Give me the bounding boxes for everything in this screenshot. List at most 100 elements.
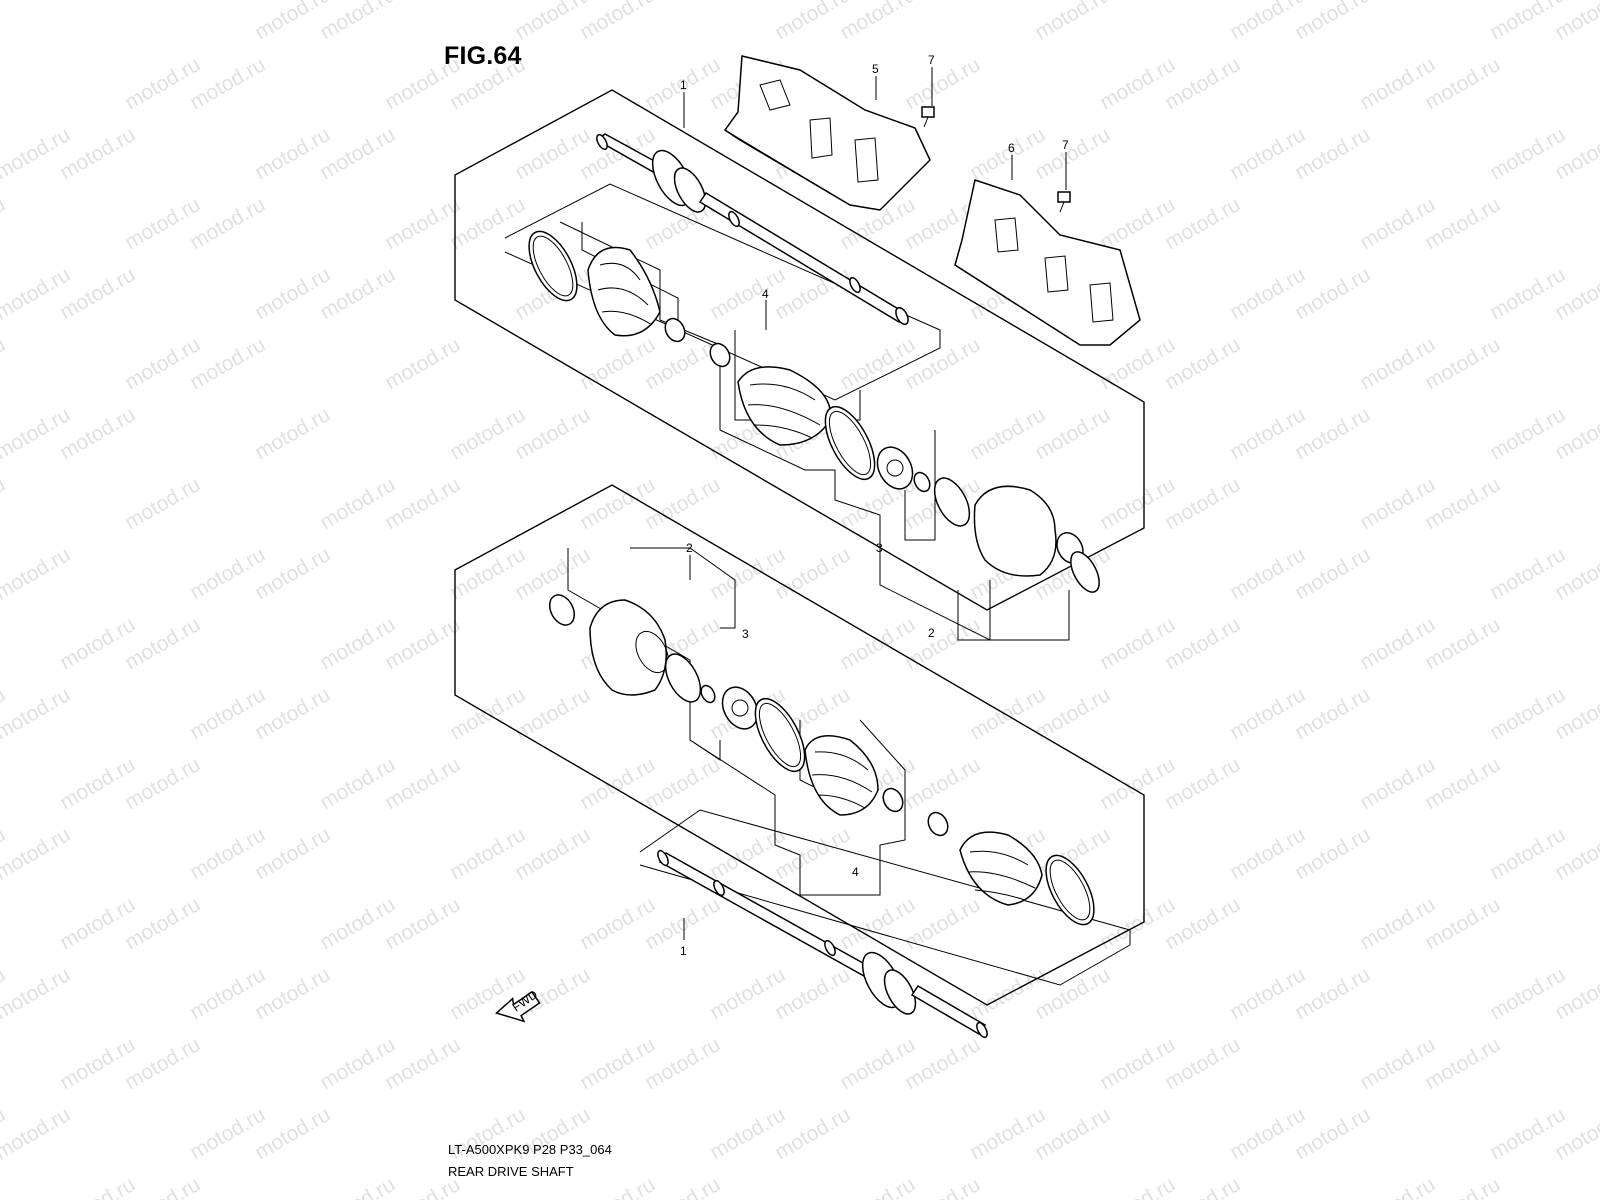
upper-protector-5 <box>723 55 931 211</box>
watermark-text: motod.ru <box>251 683 334 744</box>
watermark-text: motod.ru <box>0 543 74 604</box>
watermark-text: motod.ru <box>1161 893 1244 954</box>
watermark-text: motod.ru <box>1421 53 1504 114</box>
watermark-text: motod.ru <box>121 613 204 674</box>
lower-cv-joint <box>548 594 759 730</box>
lower-joint-frame-2 <box>630 547 736 629</box>
watermark-text: motod.ru <box>316 123 399 184</box>
watermark-text: motod.ru <box>0 823 74 884</box>
watermark-text: motod.ru <box>836 0 919 44</box>
footer-model-code: LT-A500XPK9 P28 P33_064 <box>448 1142 612 1157</box>
callout-upper-joint-set-inner: 3 <box>876 541 883 555</box>
watermark-text: motod.ru <box>1421 753 1504 814</box>
watermark-text: motod.ru <box>1421 333 1504 394</box>
watermark-text: motod.ru <box>1421 193 1504 254</box>
watermark-text: motod.ru <box>1356 1173 1439 1200</box>
watermark-text: motod.ru <box>641 1033 724 1094</box>
watermark-text: motod.ru <box>1291 683 1374 744</box>
watermark-text: motod.ru <box>121 753 204 814</box>
watermark-text: motod.ru <box>771 963 854 1024</box>
watermark-text: motod.ru <box>1031 1103 1114 1164</box>
upper-joint-frame <box>559 221 881 545</box>
lower-boot-outer <box>927 811 1095 926</box>
watermark-text: motod.ru <box>901 333 984 394</box>
watermark-text: motod.ru <box>1421 1033 1504 1094</box>
callout-upper-shaft: 1 <box>680 78 687 92</box>
watermark-text: motod.ru <box>836 1173 919 1200</box>
watermark-text: motod.ru <box>511 543 594 604</box>
watermark-text: motod.ru <box>0 1103 74 1164</box>
watermark-text: motod.ru <box>771 1103 854 1164</box>
watermark-text: motod.ru <box>1291 963 1374 1024</box>
watermark-text: motod.ru <box>121 473 204 534</box>
lower-frame <box>454 484 1145 1006</box>
watermark-text: motod.ru <box>901 53 984 114</box>
watermark-text: motod.ru <box>576 0 659 44</box>
watermark-text: motod.ru <box>251 963 334 1024</box>
watermark-text: motod.ru <box>316 0 399 44</box>
watermark-text: motod.ru <box>1031 403 1114 464</box>
callout-lower-joint-set-inner: 3 <box>742 627 749 641</box>
watermark-text: motod.ru <box>186 193 269 254</box>
watermark-text: motod.ru <box>121 893 204 954</box>
callout-upper-boot-set: 4 <box>762 287 769 301</box>
watermark-text: motod.ru <box>1096 1173 1179 1200</box>
watermark-text: motod.ru <box>0 473 9 534</box>
watermark-text: motod.ru <box>381 333 464 394</box>
watermark-text: motod.ru <box>381 1033 464 1094</box>
watermark-text: motod.ru <box>0 333 9 394</box>
lower-shaft-outline <box>639 809 1131 986</box>
callout-lower-joint-set-outer: 2 <box>686 541 693 555</box>
watermark-text: motod.ru <box>641 753 724 814</box>
watermark-text: motod.ru <box>511 403 594 464</box>
watermark-text: motod.ru <box>1031 0 1114 44</box>
watermark-text: motod.ru <box>1291 543 1374 604</box>
watermark-text: motod.ru <box>1031 963 1114 1024</box>
lower-drive-shaft <box>657 849 988 1039</box>
upper-boot-outer <box>528 230 686 343</box>
watermark-text: motod.ru <box>576 1173 659 1200</box>
callout-upper-protector-left: 5 <box>872 62 879 76</box>
upper-protector-6 <box>954 179 1141 346</box>
watermark-text: motod.ru <box>771 823 854 884</box>
watermark-text: motod.ru <box>0 963 74 1024</box>
watermark-text: motod.ru <box>381 753 464 814</box>
watermark-text: motod.ru <box>641 473 724 534</box>
watermark-text: motod.ru <box>186 333 269 394</box>
watermark-text: motod.ru <box>901 1033 984 1094</box>
lower-boot-inner <box>754 697 904 816</box>
watermark-text: motod.ru <box>1031 683 1114 744</box>
watermark-text: motod.ru <box>1421 613 1504 674</box>
bolt-7b <box>1057 191 1071 213</box>
watermark-text: motod.ru <box>1161 613 1244 674</box>
watermark-text: motod.ru <box>1161 333 1244 394</box>
watermark-text: motod.ru <box>446 53 529 114</box>
watermark-text: motod.ru <box>0 683 74 744</box>
watermark-text: motod.ru <box>1291 123 1374 184</box>
watermark-text: motod.ru <box>381 473 464 534</box>
callout-layer: 1 5 7 6 7 4 3 2 2 3 4 1 <box>680 53 1069 958</box>
upper-bracket-3b <box>879 545 991 641</box>
upper-drive-shaft <box>595 133 909 326</box>
upper-bracket-2 <box>957 590 1070 641</box>
watermark-text: motod.ru <box>901 753 984 814</box>
callout-upper-bolt-right: 7 <box>1062 138 1069 152</box>
watermark-text: motod.ru <box>1161 1033 1244 1094</box>
watermark-text: motod.ru <box>186 53 269 114</box>
watermark-text: motod.ru <box>56 1173 139 1200</box>
watermark-text: motod.ru <box>1291 403 1374 464</box>
bolt-7a <box>921 106 935 128</box>
watermark-text: motod.ru <box>251 823 334 884</box>
watermark-text: motod.ru <box>1291 0 1374 44</box>
watermark-text: motod.ru <box>1161 473 1244 534</box>
watermark-text: motod.ru <box>771 263 854 324</box>
watermark-text: motod.ru <box>251 1103 334 1164</box>
watermark-text: motod.ru <box>1291 1103 1374 1164</box>
watermark-text: motod.ru <box>1161 753 1244 814</box>
callout-lower-boot-set: 4 <box>852 865 859 879</box>
lower-boot-frame <box>689 719 906 896</box>
upper-frame <box>454 89 1145 611</box>
